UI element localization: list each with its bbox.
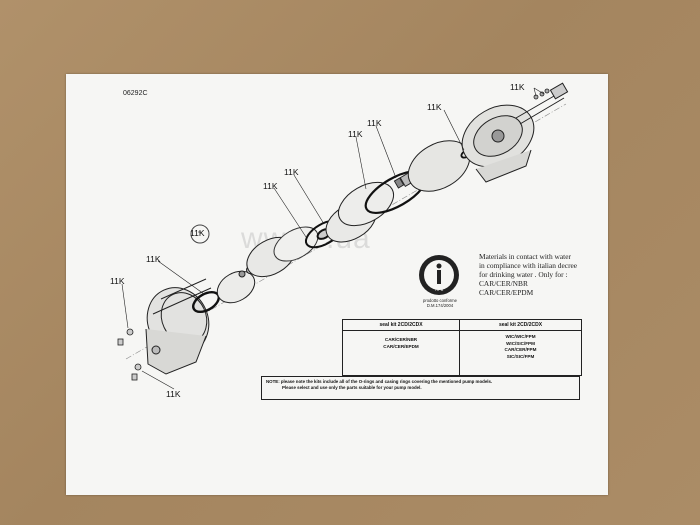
materials-note: Materials in contact with water in compl… bbox=[479, 252, 578, 297]
part-label-4: 11K bbox=[348, 129, 363, 139]
diagram-sheet: 06292C www. .ua bbox=[66, 74, 608, 495]
part-label-8: 11K bbox=[146, 254, 161, 264]
part-label-9: 11K bbox=[110, 276, 125, 286]
logo-acronym: TIFB bbox=[435, 287, 444, 292]
certification-logo-icon: TIFB bbox=[419, 255, 459, 295]
logo-caption: prodotto conforme D.M.174/2004 bbox=[423, 298, 457, 308]
part-label-3: 11K bbox=[367, 118, 382, 128]
kit-note: NOTE: please note the kits include all o… bbox=[261, 376, 580, 400]
exploded-parts-drawing: 11K 11K 11K 11K 11K 11K 11K 11K 11K 11K bbox=[110, 82, 569, 399]
seal-kit-left-header: seal kit 2CD/2CDX bbox=[343, 320, 459, 331]
drawing-code: 06292C bbox=[123, 90, 148, 97]
seal-kit-left: seal kit 2CD/2CDX CAR/CER/NBR CAR/CER/EP… bbox=[343, 320, 460, 375]
part-label-7: 11K bbox=[190, 228, 205, 238]
plate-1 bbox=[216, 270, 256, 304]
part-label-5: 11K bbox=[284, 167, 299, 177]
part-label-6: 11K bbox=[263, 181, 278, 191]
small-parts bbox=[117, 328, 142, 381]
nut bbox=[238, 270, 246, 278]
part-label-2: 11K bbox=[427, 102, 442, 112]
marker-circle bbox=[190, 224, 210, 244]
part-label-10: 11K bbox=[166, 389, 181, 399]
motor-bracket bbox=[461, 104, 535, 183]
shaft-keys bbox=[533, 88, 550, 100]
leader-lines bbox=[121, 87, 545, 390]
part-label-1: 11K bbox=[510, 82, 525, 92]
seal-kit-table: seal kit 2CD/2CDX CAR/CER/NBR CAR/CER/EP… bbox=[342, 319, 582, 376]
shaft bbox=[515, 82, 569, 125]
seal-kit-right-header: seal kit 2CD/2CDX bbox=[460, 320, 581, 331]
seal-kit-right: seal kit 2CD/2CDX WIC/WIC/FPM WIC/SIC/FP… bbox=[460, 320, 581, 375]
